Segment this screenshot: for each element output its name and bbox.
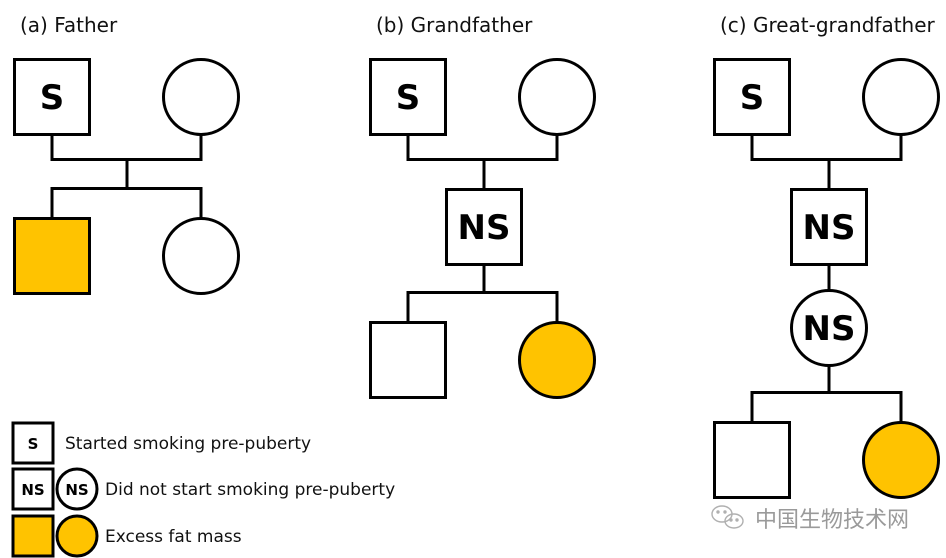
panel-b-gen1-male: S [369,58,447,136]
panel-b-gen1-female [518,58,596,136]
panel-a-gen1-male: S [13,58,91,136]
panel-a-gen2-female [162,217,240,295]
symbol-label: S [40,78,65,118]
pedigree-lines [50,133,903,424]
panel-c-gen2-male: NS [790,188,868,266]
legend-symbol-3-female [55,514,99,558]
panel-c-gen4-male [713,421,791,499]
male-square-symbol [713,421,791,499]
watermark: 中国生物技术网 [711,505,909,533]
female-circle-symbol [55,514,99,558]
female-circle-symbol [162,217,240,295]
female-circle-symbol [518,58,596,136]
male-square-symbol [11,467,55,511]
female-circle-symbol [162,58,240,136]
panel-a-gen2-male [13,217,91,295]
male-square-symbol [445,188,523,266]
symbol-label: NS [65,481,88,499]
female-circle-symbol [55,467,99,511]
male-square-symbol [13,217,91,295]
panel-c-gen1-male: S [713,58,791,136]
female-circle-symbol [518,321,596,399]
wechat-icon [711,505,744,529]
legend-text-started-smoking: Started smoking pre-puberty [65,434,311,454]
male-square-symbol [369,58,447,136]
pedigree-symbols: S S NS S NS NS [13,58,940,499]
panel-c-gen1-female [862,58,940,136]
panel-a-gen1-female [162,58,240,136]
male-square-symbol [11,421,55,465]
symbol-label: NS [803,309,856,349]
panel-c-title: (c) Great-grandfather [720,13,936,37]
male-square-symbol [713,58,791,136]
panel-b-gen2-male: NS [445,188,523,266]
symbol-label: NS [21,481,44,499]
legend-symbol-3-male [11,514,55,558]
panel-c-gen3-female: NS [790,289,868,367]
legend: Started smoking pre-puberty Did not star… [11,421,395,558]
symbol-label: S [740,78,765,118]
legend-symbol-1-male: S [11,421,55,465]
male-square-symbol [369,321,447,399]
panel-c-gen4-female [862,421,940,499]
symbol-label: S [396,78,421,118]
legend-symbol-2-female: NS [55,467,99,511]
female-circle-symbol [790,289,868,367]
panel-b-gen3-female [518,321,596,399]
male-square-symbol [790,188,868,266]
male-square-symbol [13,58,91,136]
panel-a-title: (a) Father [20,13,118,37]
symbol-label: S [28,435,39,453]
symbol-label: NS [803,208,856,248]
legend-text-did-not-start: Did not start smoking pre-puberty [105,480,395,500]
female-circle-symbol [862,58,940,136]
legend-symbol-2-male: NS [11,467,55,511]
symbol-label: NS [458,208,511,248]
legend-text-excess-fat: Excess fat mass [105,527,242,547]
male-square-symbol [11,514,55,558]
panel-b-gen3-male [369,321,447,399]
female-circle-symbol [862,421,940,499]
watermark-text: 中国生物技术网 [755,508,909,533]
panel-b-title: (b) Grandfather [376,13,533,37]
